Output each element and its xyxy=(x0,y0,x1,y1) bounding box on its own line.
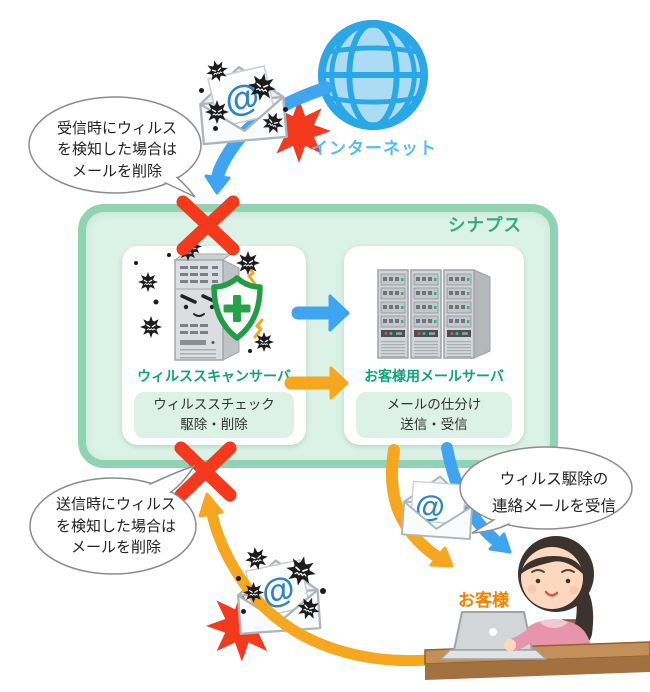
virus-dot xyxy=(320,588,326,594)
spark-icon xyxy=(253,318,264,339)
virus-scan-server-illustration xyxy=(134,240,275,361)
customer-illustration xyxy=(424,536,650,680)
block-x-icon xyxy=(174,441,237,502)
mail-server-illustration xyxy=(377,269,491,359)
synapse-label: シナプス xyxy=(448,215,522,235)
mail-server-card: お客様用メールサーバ メールの仕分け 送信・受信 xyxy=(344,246,524,445)
hand xyxy=(504,639,516,651)
virus-dot xyxy=(283,107,288,112)
block-x-icon xyxy=(176,195,240,256)
note-line: メールの仕分け xyxy=(386,397,482,412)
note-line: ウィルススチェック xyxy=(153,397,275,412)
arrow-notify-mail-to-customer xyxy=(385,444,442,562)
spark-icon xyxy=(246,264,257,286)
mail-server-title: お客様用メールサーバ xyxy=(364,368,504,384)
internet-label: インターネット xyxy=(311,139,437,158)
arrow-internet-to-scanserver xyxy=(211,81,333,183)
globe-icon xyxy=(317,19,429,131)
angry-face-icon xyxy=(180,294,218,317)
virus-dot xyxy=(236,576,241,581)
bangs xyxy=(521,555,583,574)
virus-dot xyxy=(213,126,218,131)
virus-dot xyxy=(199,88,204,93)
virus-scan-server-note: ウィルススチェック 駆除・削除 xyxy=(134,392,294,438)
note-line: 駆除・削除 xyxy=(180,417,248,432)
virus-scan-server-title: ウィルススキャンサーバ xyxy=(137,368,291,384)
arm xyxy=(508,627,539,651)
virus-scan-server-card: ウィルススキャンサーバ ウィルススチェック 駆除・削除 xyxy=(122,240,306,445)
mail-server-note: メールの仕分け 送信・受信 xyxy=(356,392,512,438)
note-line: 送信・受信 xyxy=(400,417,468,432)
virus-dot xyxy=(241,609,246,614)
customer-label: お客様 xyxy=(458,591,509,610)
